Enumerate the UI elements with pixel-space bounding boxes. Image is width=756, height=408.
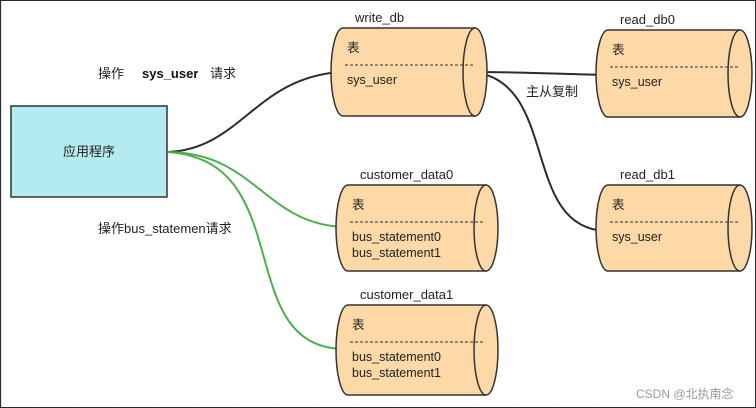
app-box: 应用程序 <box>10 105 168 198</box>
customer-data0-row: bus_statement1 <box>352 246 441 260</box>
arrow-write-db-to-read-db0 <box>471 70 607 79</box>
app-label: 应用程序 <box>63 144 115 159</box>
write-db-cylinder: write_db 表 sys_user <box>330 10 488 117</box>
op-bus-statement-label: 操作bus_statemen请求 <box>98 221 232 236</box>
write-db-row: sys_user <box>347 73 397 87</box>
customer-data1-header: 表 <box>352 318 365 332</box>
customer-data1-title: customer_data1 <box>360 287 453 302</box>
write-db-cap <box>462 27 476 117</box>
replication-label: 主从复制 <box>526 84 578 99</box>
read-db0-row: sys_user <box>612 75 662 89</box>
arrow-write-db-to-read-db1 <box>471 71 607 235</box>
customer-data0-cylinder: customer_data0 表 bus_statement0 bus_stateme… <box>335 167 499 272</box>
arrow-app-to-write-db <box>166 68 341 153</box>
customer-data1-row: bus_statement1 <box>352 366 441 380</box>
write-db-title: write_db <box>354 10 404 25</box>
arrow-app-to-customer-data0 <box>166 151 346 231</box>
read-db0-cylinder: read_db0 表 sys_user <box>595 12 753 118</box>
customer-data0-cap <box>473 184 487 272</box>
customer-data1-cylinder: customer_data1 表 bus_statement0 bus_stateme… <box>335 287 499 396</box>
read-db0-header: 表 <box>612 43 625 57</box>
arrow-app-to-customer-data1 <box>166 151 346 353</box>
read-db1-cap <box>727 184 741 272</box>
read-db1-row: sys_user <box>612 230 662 244</box>
op-prefix-label: 操作 <box>98 66 124 81</box>
read-db1-title: read_db1 <box>620 167 675 182</box>
write-db-header: 表 <box>347 41 360 55</box>
read-db1-cylinder: read_db1 表 sys_user <box>595 167 753 272</box>
op-table-label: sys_user <box>142 66 198 81</box>
customer-data1-row: bus_statement0 <box>352 350 441 364</box>
watermark: CSDN @北执南念 <box>636 386 734 401</box>
customer-data0-row: bus_statement0 <box>352 230 441 244</box>
customer-data0-header: 表 <box>352 198 365 212</box>
customer-data0-title: customer_data0 <box>360 167 453 182</box>
read-db1-header: 表 <box>612 198 625 212</box>
read-db0-cap <box>727 29 741 118</box>
read-db0-title: read_db0 <box>620 12 675 27</box>
op-suffix-label: 请求 <box>210 66 236 81</box>
customer-data1-cap <box>473 304 487 396</box>
